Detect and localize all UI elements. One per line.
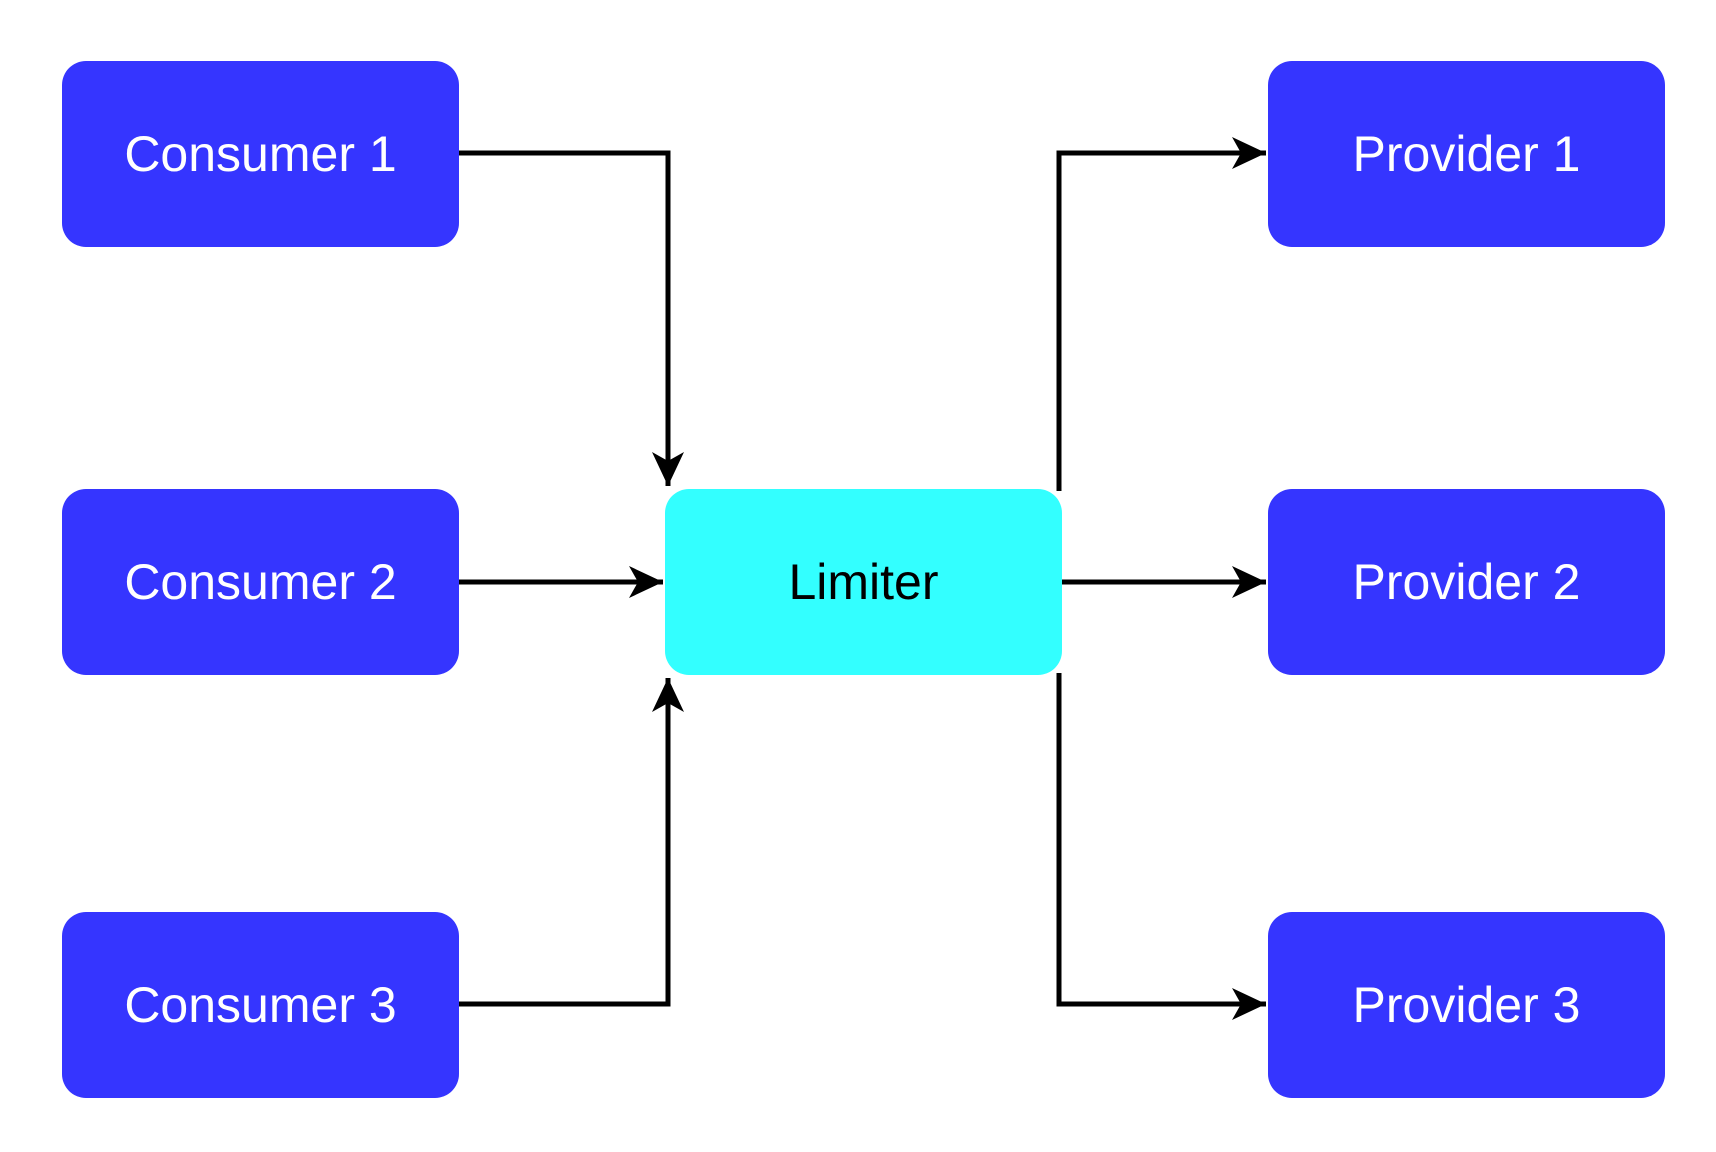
- node-limiter: Limiter: [665, 489, 1062, 675]
- connector-consumer-1-to-limiter: [459, 150, 684, 486]
- node-provider-3: Provider 3: [1268, 912, 1665, 1098]
- connector-limiter-to-provider-1: [1056, 137, 1266, 491]
- node-consumer-1-label: Consumer 1: [124, 126, 397, 182]
- node-consumer-3: Consumer 3: [62, 912, 459, 1098]
- connector-limiter-to-provider-3: [1056, 673, 1266, 1020]
- node-limiter-label: Limiter: [788, 554, 939, 610]
- node-provider-2: Provider 2: [1268, 489, 1665, 675]
- node-provider-1: Provider 1: [1268, 61, 1665, 247]
- connector-consumer-3-to-limiter: [459, 678, 684, 1007]
- node-provider-1-label: Provider 1: [1352, 126, 1581, 182]
- node-consumer-2: Consumer 2: [62, 489, 459, 675]
- node-provider-3-label: Provider 3: [1352, 977, 1581, 1033]
- node-consumer-2-label: Consumer 2: [124, 554, 397, 610]
- node-provider-2-label: Provider 2: [1352, 554, 1581, 610]
- node-consumer-1: Consumer 1: [62, 61, 459, 247]
- node-consumer-3-label: Consumer 3: [124, 977, 397, 1033]
